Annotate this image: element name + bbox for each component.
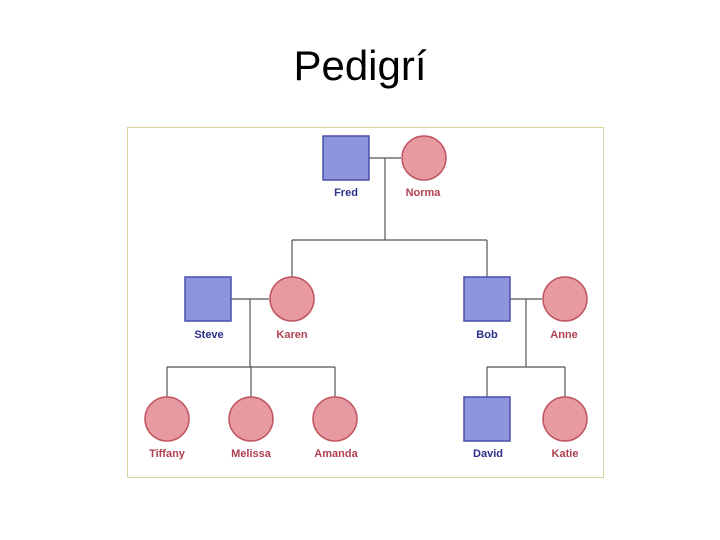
bob-male-symbol — [463, 276, 511, 322]
katie-female-symbol — [542, 396, 588, 442]
melissa-female-symbol — [228, 396, 274, 442]
pedigree-lines — [166, 157, 566, 397]
fred-label: Fred — [334, 187, 358, 199]
karen-female-symbol — [269, 276, 315, 322]
katie-label: Katie — [552, 448, 579, 460]
fred-male-symbol — [322, 135, 370, 181]
amanda-label: Amanda — [314, 448, 358, 460]
norma-female-symbol — [401, 135, 447, 181]
tiffany-label: Tiffany — [149, 448, 186, 460]
tiffany-female-symbol — [144, 396, 190, 442]
anne-female-symbol — [542, 276, 588, 322]
david-label: David — [473, 448, 503, 460]
page-title: Pedigrí — [293, 42, 427, 89]
steve-label: Steve — [194, 329, 223, 341]
amanda-female-symbol — [312, 396, 358, 442]
bob-label: Bob — [476, 329, 498, 341]
norma-label: Norma — [406, 187, 442, 199]
steve-male-symbol — [184, 276, 232, 322]
david-male-symbol — [463, 396, 511, 442]
karen-label: Karen — [276, 329, 307, 341]
anne-label: Anne — [550, 329, 578, 341]
melissa-label: Melissa — [231, 448, 272, 460]
